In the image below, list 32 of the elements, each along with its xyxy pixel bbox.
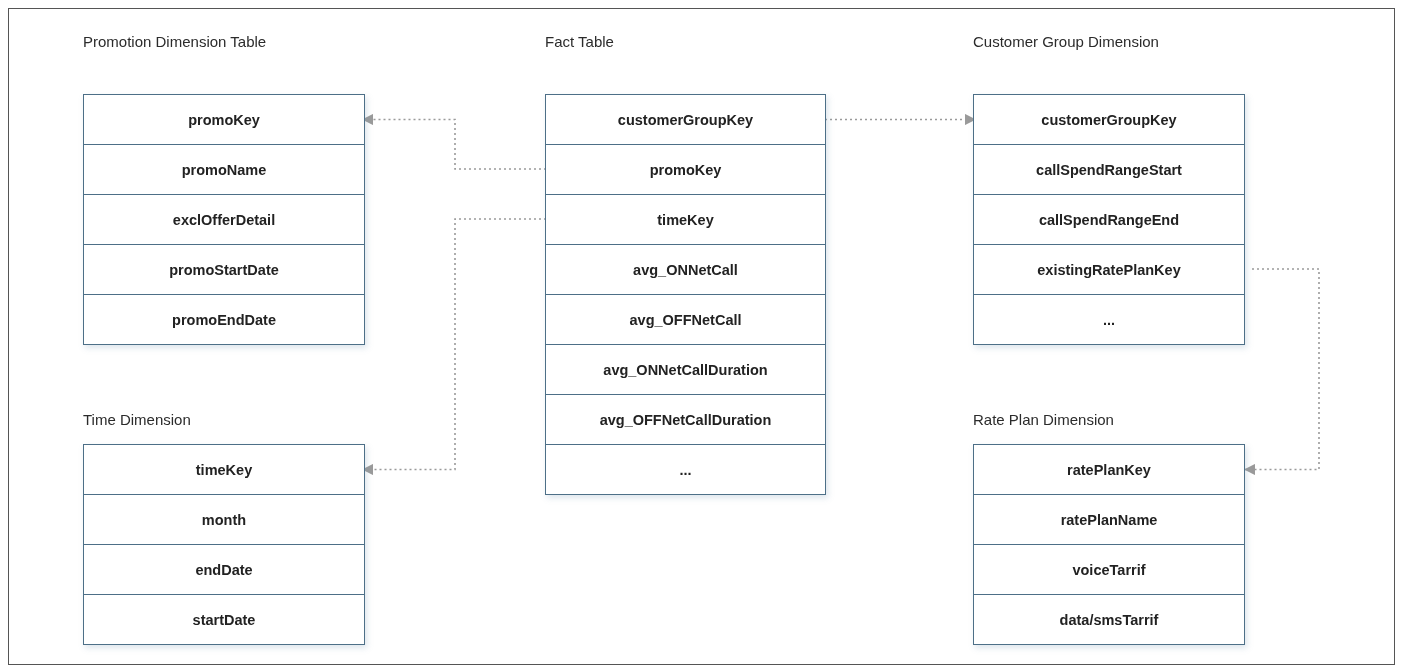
table-row: exclOfferDetail	[84, 194, 364, 244]
table-row: callSpendRangeEnd	[974, 194, 1244, 244]
dashed-arrow	[1243, 268, 1320, 476]
table-row: ratePlanName	[974, 494, 1244, 544]
table-row: avg_OFFNetCall	[546, 294, 825, 344]
table-row: month	[84, 494, 364, 544]
table-row: timeKey	[546, 194, 825, 244]
table-row: timeKey	[84, 445, 364, 494]
table-row: voiceTarrif	[974, 544, 1244, 594]
table-row: ratePlanKey	[974, 445, 1244, 494]
table-heading: Promotion Dimension Table	[83, 32, 267, 52]
table-row: existingRatePlanKey	[974, 244, 1244, 294]
table-row: ...	[974, 294, 1244, 344]
table-row: data/smsTarrif	[974, 594, 1244, 644]
table-heading: Fact Table	[545, 32, 614, 52]
table-heading: Rate Plan Dimension	[973, 410, 1114, 430]
table-row: avg_ONNetCall	[546, 244, 825, 294]
table-row: promoEndDate	[84, 294, 364, 344]
table-row: startDate	[84, 594, 364, 644]
table-heading: Customer Group Dimension	[973, 32, 1159, 52]
table-row: promoName	[84, 144, 364, 194]
table-row: promoKey	[546, 144, 825, 194]
table-row: avg_OFFNetCallDuration	[546, 394, 825, 444]
table-row: callSpendRangeStart	[974, 144, 1244, 194]
table-row: customerGroupKey	[546, 95, 825, 144]
table-row: promoKey	[84, 95, 364, 144]
table-row: promoStartDate	[84, 244, 364, 294]
table-row: ...	[546, 444, 825, 494]
table-row: avg_ONNetCallDuration	[546, 344, 825, 394]
table-row: endDate	[84, 544, 364, 594]
table-heading: Time Dimension	[83, 410, 191, 430]
table-row: customerGroupKey	[974, 95, 1244, 144]
